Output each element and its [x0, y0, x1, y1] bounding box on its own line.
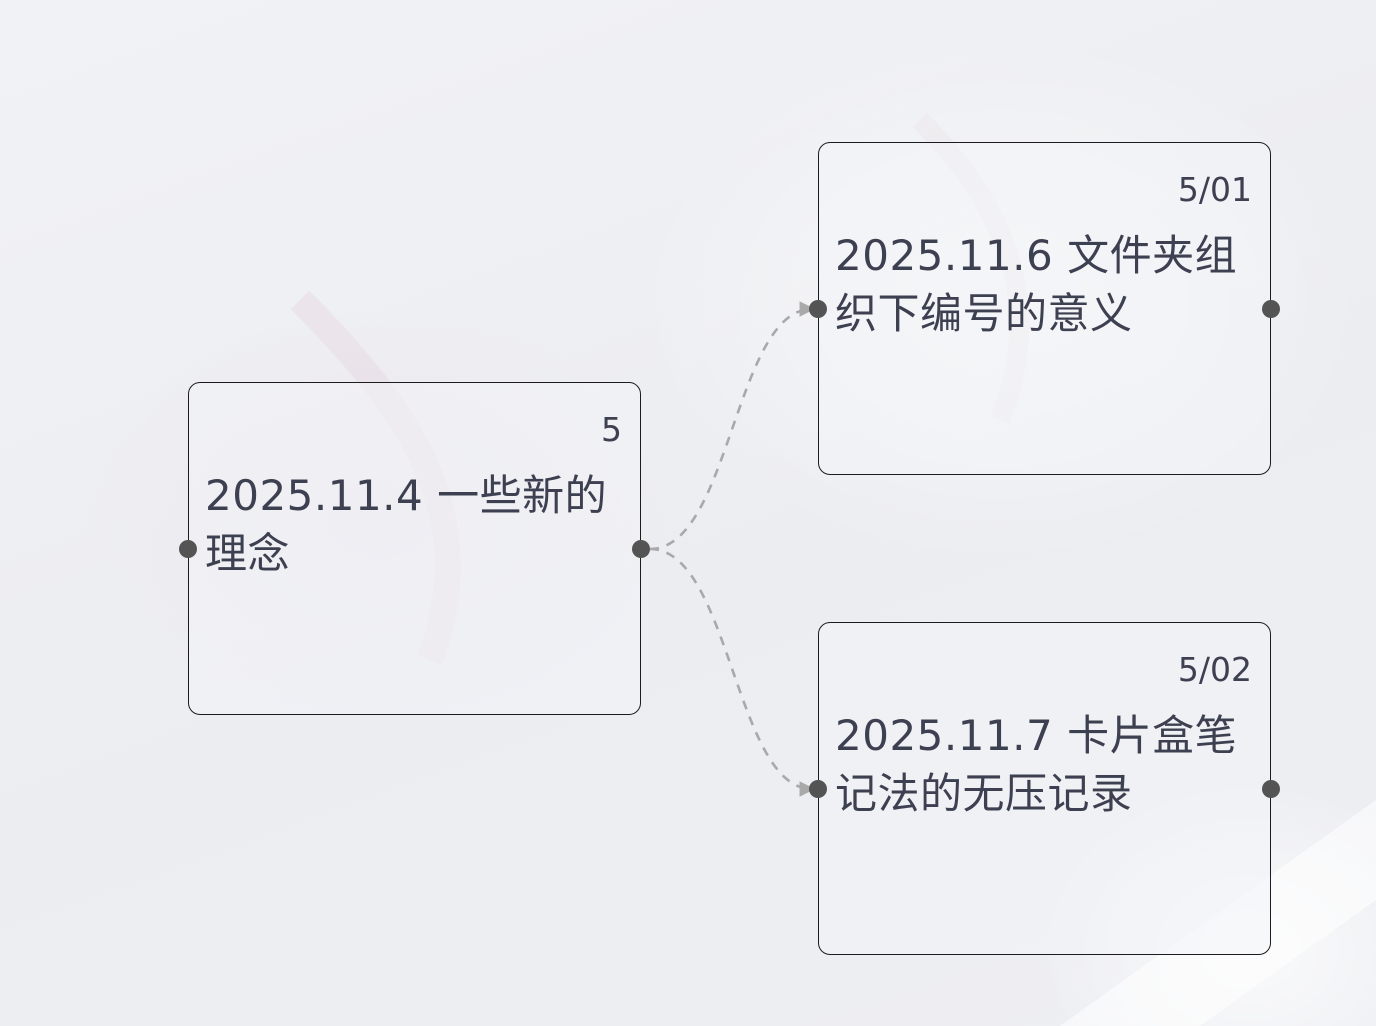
port-child-2-left[interactable] — [809, 780, 827, 798]
card-index: 5/02 — [1177, 650, 1252, 689]
card-title: 2025.11.4 一些新的理念 — [205, 471, 608, 578]
connector-root-to-child1[interactable] — [649, 301, 816, 551]
card-index: 5/01 — [1177, 170, 1252, 209]
port-child-1-left[interactable] — [809, 300, 827, 318]
connector-root-to-child2[interactable] — [649, 547, 816, 797]
port-child-2-right[interactable] — [1262, 780, 1280, 798]
port-root-left[interactable] — [179, 540, 197, 558]
card-title: 2025.11.7 卡片盒笔记法的无压记录 — [835, 711, 1238, 818]
card-index: 5 — [601, 410, 622, 449]
card-child-1[interactable]: 5/01 2025.11.6 文件夹组织下编号的意义 — [818, 142, 1271, 475]
card-title: 2025.11.6 文件夹组织下编号的意义 — [835, 231, 1238, 338]
card-root[interactable]: 5 2025.11.4 一些新的理念 — [188, 382, 641, 715]
card-child-2[interactable]: 5/02 2025.11.7 卡片盒笔记法的无压记录 — [818, 622, 1271, 955]
port-child-1-right[interactable] — [1262, 300, 1280, 318]
port-root-right[interactable] — [632, 540, 650, 558]
